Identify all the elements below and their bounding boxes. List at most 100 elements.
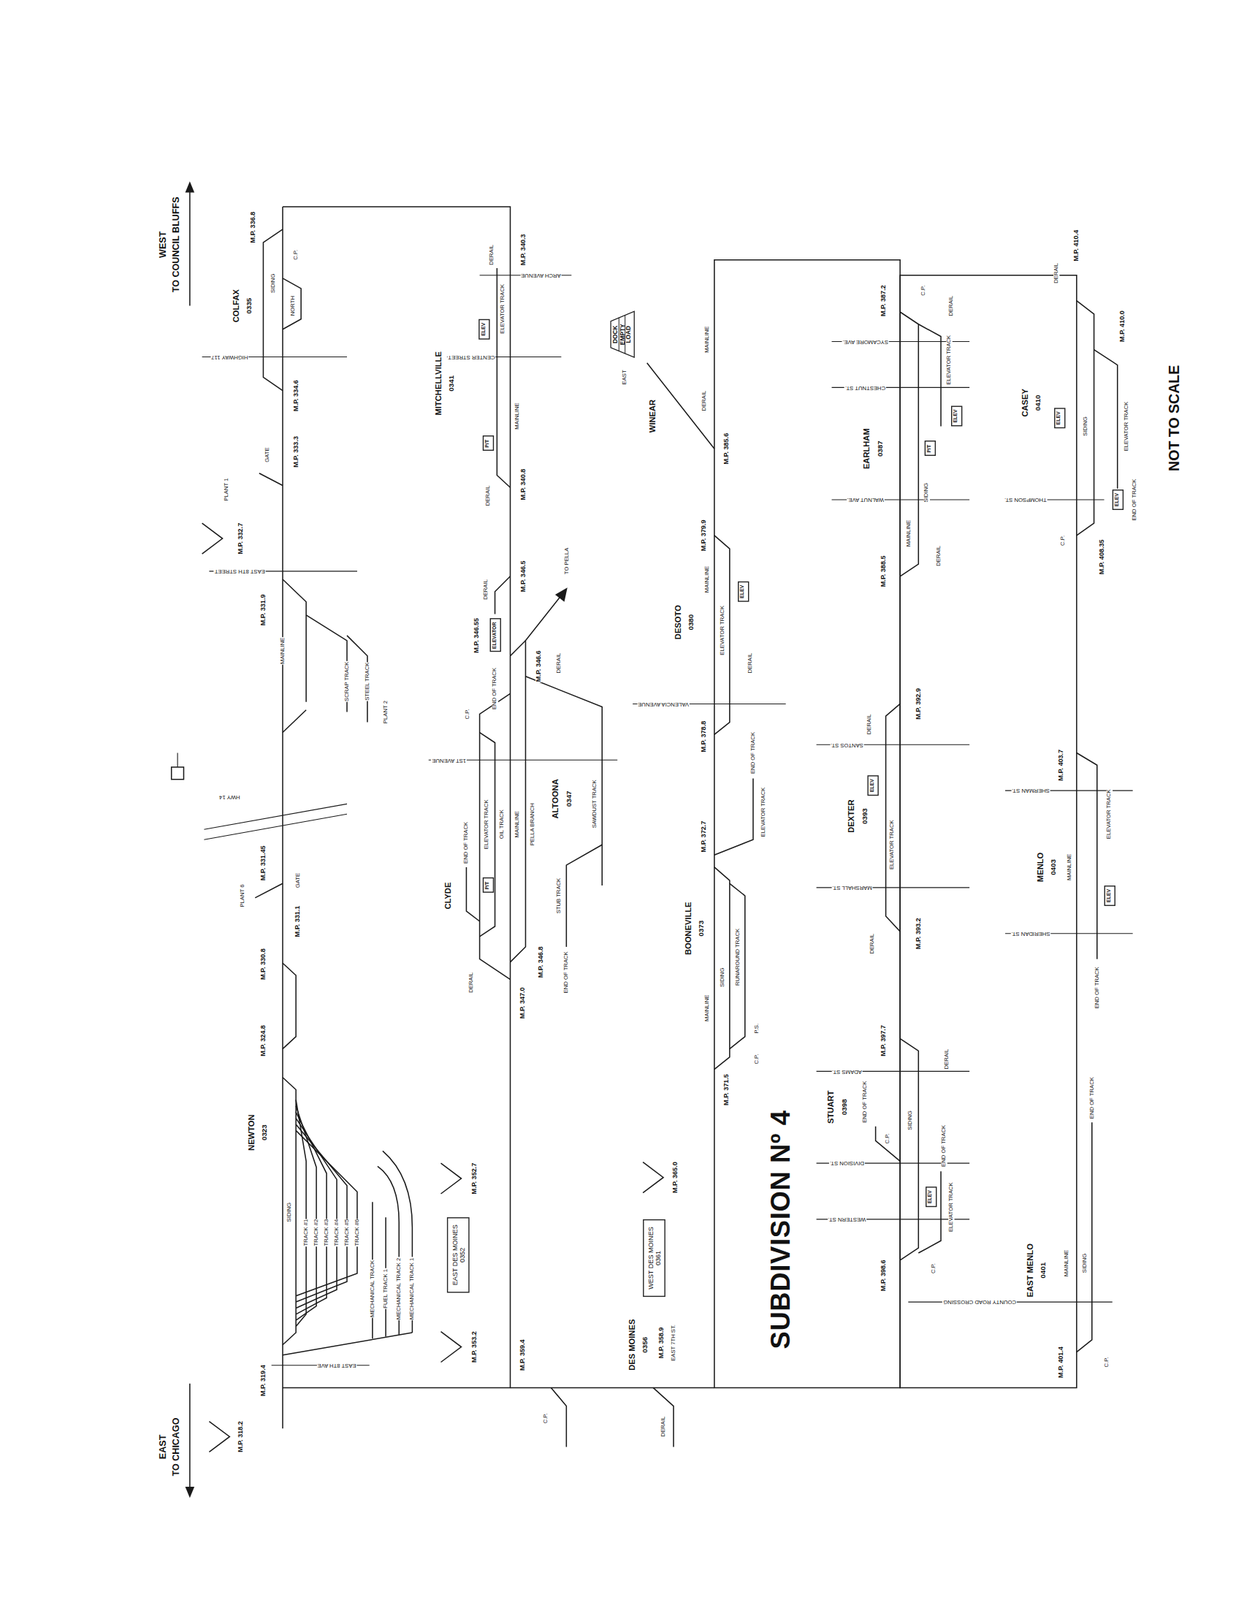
road-label: SHERMAN ST. — [1011, 787, 1050, 794]
station-number: 0387 — [875, 439, 884, 457]
direction-label: EAST — [158, 1433, 169, 1460]
milepost-marker — [441, 1331, 462, 1363]
track-label: STEEL TRACK — [364, 661, 371, 702]
direction-label: TO COUNCIL BLUFFS — [171, 196, 182, 294]
industry-track — [653, 1387, 674, 1447]
station-number: 0401 — [1039, 1261, 1047, 1279]
station-number: 0393 — [860, 807, 868, 824]
mainline-track — [714, 260, 900, 1388]
track-label: FUEL TRACK 1 — [382, 1268, 389, 1309]
industry-track — [918, 324, 941, 427]
station-name: COLFAX — [233, 288, 242, 323]
road-label: CENTER STREET — [447, 354, 497, 361]
industry-track — [259, 473, 283, 486]
station-number: 0347 — [564, 790, 572, 808]
track-label: END OF TRACK — [1089, 1076, 1096, 1120]
node-text: ELEV — [1114, 492, 1121, 507]
track-label: C.P. — [885, 1133, 892, 1145]
node-text: ELEV — [480, 322, 487, 337]
station-name: DES MOINES — [628, 1318, 637, 1372]
station-name: EAST MENLO — [1026, 1242, 1035, 1298]
track-label: DERAIL — [747, 652, 754, 674]
direction-arrow — [189, 1383, 191, 1494]
plant-symbol — [177, 752, 179, 768]
road-label: WESTERN ST. — [827, 1216, 867, 1223]
track-label: PLANT 6 — [240, 883, 247, 909]
node-text: ELEV — [953, 409, 960, 424]
facility-box: ELEV — [924, 1186, 936, 1207]
siding-track — [282, 962, 296, 1049]
node-text: ELEV — [739, 584, 746, 600]
track-label: MAINLINE — [906, 519, 913, 548]
industry-track — [495, 576, 511, 615]
facility-box: ELEV — [1103, 885, 1115, 906]
track-label: ELEVATOR TRACK — [889, 819, 895, 871]
track-label: EAST — [621, 369, 628, 386]
facility-box: P/T — [482, 878, 494, 894]
industry-track — [875, 1126, 901, 1161]
node-text: LOAD — [626, 322, 633, 346]
subdivision-title: SUBDIVISION Nº 4 — [767, 1108, 795, 1350]
track-label: C.P. — [464, 708, 471, 721]
station-number: 0398 — [840, 1098, 848, 1116]
track-label: C.P. — [1060, 534, 1067, 547]
track-label: SIDING — [719, 967, 726, 988]
track-label: EAST 7TH ST. — [670, 1323, 677, 1361]
siding-track — [714, 867, 730, 1070]
station-number: 0380 — [687, 613, 695, 631]
track-label: MAINLINE — [1063, 1249, 1070, 1277]
station-name: MENLO — [1036, 851, 1045, 883]
node-text: 0352 — [458, 1224, 466, 1286]
milepost-label: M.P. 334.6 — [292, 379, 300, 412]
track-label: C.P. — [754, 1053, 761, 1066]
facility-box: ELEVATOR — [489, 618, 501, 653]
facility-box: ELEV — [1053, 407, 1065, 429]
road-label: EAST 8TH AVE — [317, 1362, 358, 1369]
milepost-label: M.P. 393.2 — [915, 917, 922, 950]
station-number: 0410 — [1034, 394, 1042, 412]
facility-box: ELEV — [737, 581, 749, 602]
track-label: ELEVATOR TRACK — [1106, 788, 1113, 840]
track-label: END OF TRACK — [862, 1080, 869, 1124]
mainline-track — [899, 275, 1077, 1388]
milepost-label: M.P. 408.35 — [1098, 539, 1106, 575]
milepost-label: M.P. 388.5 — [880, 555, 887, 588]
siding-track — [899, 311, 919, 577]
node-text: EMPTY — [618, 322, 626, 346]
station-name: ALTOONA — [552, 777, 561, 819]
station-number: 0356 — [641, 1336, 649, 1353]
station-name: DEXTER — [848, 799, 857, 834]
milepost-label: M.P. 346.8 — [537, 945, 545, 979]
track-label: DERAIL — [485, 485, 491, 507]
track-label: DERAIL — [660, 1415, 667, 1437]
industry-track — [525, 676, 602, 886]
track-label: C.P. — [1104, 1356, 1111, 1369]
node-text: 0361 — [654, 1226, 662, 1291]
node-text: P/T — [485, 880, 491, 891]
milepost-label: M.P. 340.3 — [520, 233, 527, 266]
road-label: DIVISION ST. — [829, 1160, 865, 1166]
track-label: DERAIL — [866, 713, 873, 735]
track-label: DERAIL — [468, 971, 475, 993]
track-label: END OF TRACK — [1132, 478, 1139, 522]
milepost-label: M.P. 330.8 — [260, 947, 267, 980]
milepost-label: M.P. 392.9 — [915, 687, 922, 720]
milepost-label: M.P. 346.6 — [535, 650, 543, 683]
track-label: MECHANICAL TRACK — [369, 1259, 376, 1318]
track-label: DERAIL — [948, 295, 955, 317]
station-number: 0341 — [447, 374, 456, 392]
industry-track — [714, 777, 754, 855]
road-crossing — [203, 803, 347, 830]
track-label: END OF TRACK — [750, 731, 757, 775]
node-text: P/T — [926, 444, 933, 454]
milepost-label: M.P. 385.6 — [723, 432, 730, 465]
track-label: SIDING — [1083, 415, 1090, 437]
facility-box: ELEV — [1111, 489, 1123, 510]
industry-track — [886, 703, 901, 932]
milepost-label: M.P. 379.9 — [700, 519, 708, 552]
track-label: DERAIL — [482, 578, 489, 600]
track-label: MECHANICAL TRACK 1 — [409, 1257, 416, 1321]
direction-arrow — [185, 181, 196, 193]
track-label: MECHANICAL TRACK 2 — [395, 1257, 402, 1321]
road-label: WALNUT AVE. — [845, 496, 884, 503]
